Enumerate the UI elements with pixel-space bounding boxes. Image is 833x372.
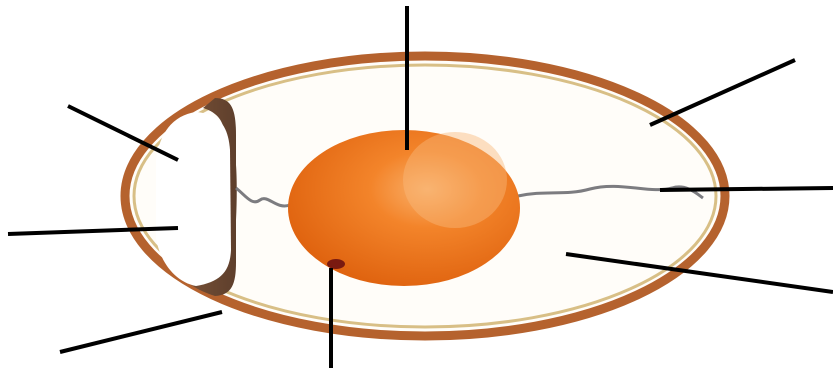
leader-line-shell (650, 60, 795, 125)
air-space (156, 112, 231, 286)
germinal-disc (327, 259, 345, 269)
leader-line-shell-membrane (60, 312, 222, 352)
yolk-highlight (403, 132, 507, 228)
leader-line-chalaza (660, 188, 833, 190)
